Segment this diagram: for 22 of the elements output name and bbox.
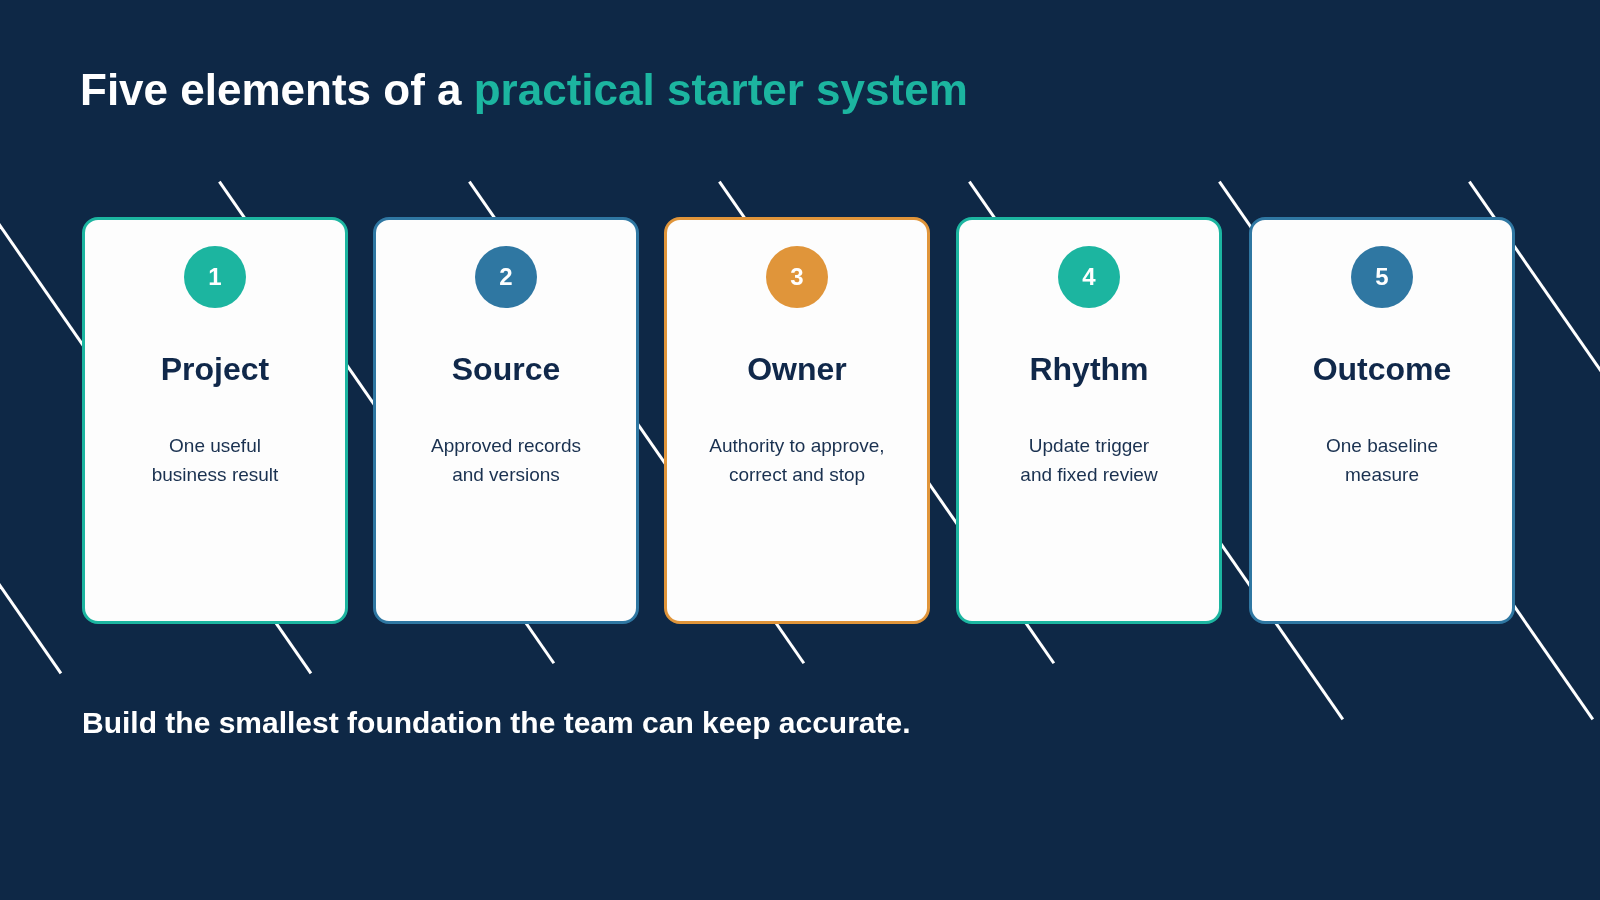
caption: Build the smallest foundation the team can keep accurate.: [82, 705, 911, 741]
card-description: Approved records and versions: [430, 434, 582, 487]
card-heading: Project: [160, 350, 270, 389]
step-number-circle: 5: [1351, 246, 1413, 308]
card-description: Update trigger and fixed review: [1019, 434, 1159, 487]
step-card: [956, 217, 1222, 624]
step-card: [1249, 217, 1515, 624]
card-description: One useful business result: [150, 434, 280, 487]
slide-title: Five elements of a practical starter system: [80, 64, 968, 116]
card-heading: Source: [451, 350, 561, 389]
step-number-circle: 3: [766, 246, 828, 308]
card-description: One baseline measure: [1325, 434, 1439, 487]
card-description: Authority to approve, correct and stop: [708, 434, 886, 487]
step-card: [373, 217, 639, 624]
step-number-circle: 1: [184, 246, 246, 308]
card-heading: Rhythm: [1029, 350, 1149, 389]
step-card: [664, 217, 930, 624]
card-heading: Outcome: [1312, 350, 1452, 389]
card-heading: Owner: [747, 350, 847, 389]
step-number-circle: 2: [475, 246, 537, 308]
step-number-circle: 4: [1058, 246, 1120, 308]
step-card: [82, 217, 348, 624]
